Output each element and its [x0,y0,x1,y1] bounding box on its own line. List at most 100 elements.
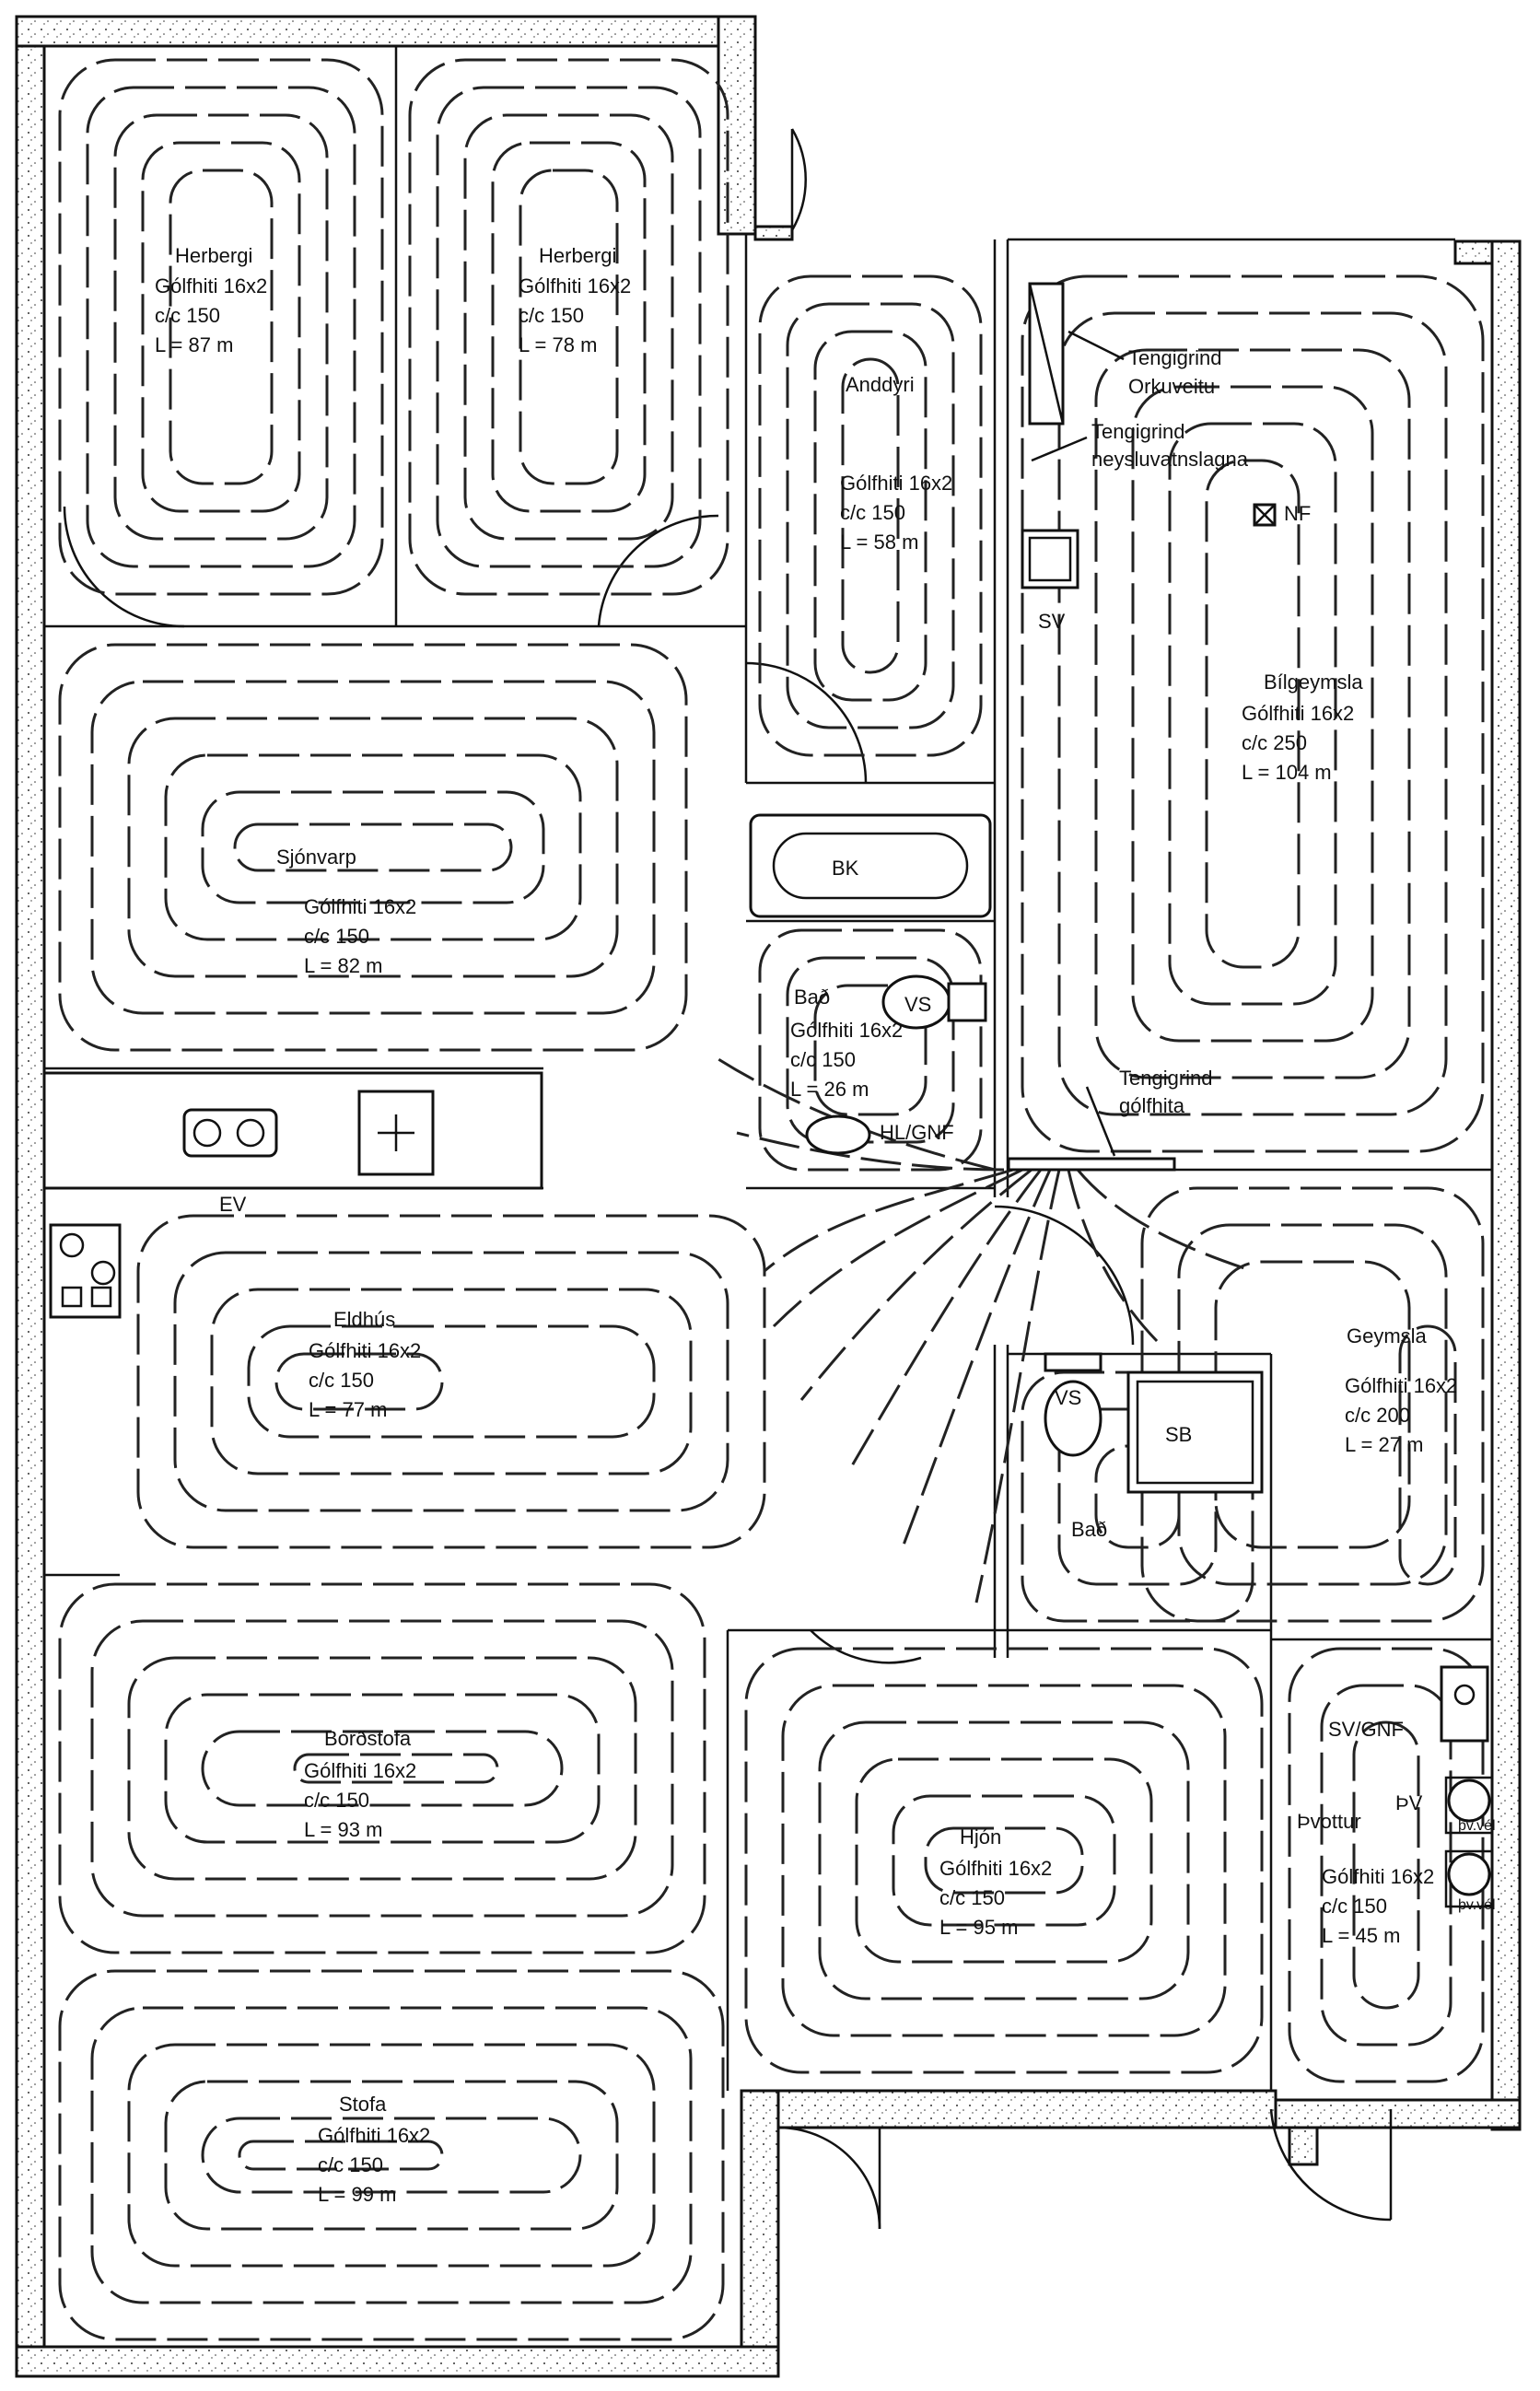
room-name: Stofa [339,2093,387,2116]
room-name: Bílgeymsla [1264,671,1363,694]
tengigrind-orkuveitu-line2: Orkuveitu [1128,375,1215,398]
spec: Gólfhiti 16x2 [304,895,416,918]
coil-hjon [744,1647,1264,2074]
coil-herbergi-2 [408,58,729,596]
cc: c/c 200 [1345,1404,1410,1427]
coil-anddyri [758,274,983,757]
length: L = 26 m [790,1078,869,1101]
spec: Gólfhiti 16x2 [519,274,631,297]
cc: c/c 150 [304,1789,369,1812]
spec: Gólfhiti 16x2 [790,1019,903,1042]
length: L = 87 m [155,333,233,356]
cc: c/c 150 [790,1048,856,1071]
cc: c/c 250 [1242,731,1307,754]
room-name: Herbergi [539,244,616,267]
sv-gnf-label: SV/GNF [1328,1718,1404,1741]
room-label-herbergi-1: Herbergi Gólfhiti 16x2 c/c 150 L = 87 m [155,244,267,356]
sv-label: SV [1038,610,1066,633]
coil-sjonvarp [58,643,688,1052]
room-label-hjon: Hjón Gólfhiti 16x2 c/c 150 L = 95 m [939,1825,1052,1939]
washer-1-label: þv.vél [1458,1818,1496,1834]
cc: c/c 150 [318,2153,383,2176]
room-name: Hjón [960,1825,1001,1849]
room-name: Borðstofa [324,1727,412,1750]
spec: Gólfhiti 16x2 [1322,1865,1434,1888]
length: L = 78 m [519,333,597,356]
washer-1 [1447,1779,1491,1823]
length: L = 82 m [304,954,382,977]
bathtub [749,813,992,918]
toilet-2 [1044,1380,1102,1457]
ev-label: EV [219,1193,247,1216]
tengigrind-neyslu-line2: neysluvatnslagna [1091,448,1249,471]
coil-bordstofa [58,1582,706,1954]
cc: c/c 150 [840,501,905,524]
sink-1 [805,1114,871,1155]
length: L = 95 m [939,1916,1018,1939]
nf-label: NF [1284,502,1311,525]
cc: c/c 150 [304,925,369,948]
length: L = 58 m [840,531,918,554]
room-name: Anddyri [846,373,915,396]
tengigrind-golfhita-line1: Tengigrind [1119,1067,1213,1090]
length: L = 27 m [1345,1433,1423,1456]
coil-bad-1 [758,928,983,1172]
room-label-anddyri: Anddyri Gólfhiti 16x2 c/c 150 L = 58 m [840,373,952,554]
room-name: Þvottur [1297,1810,1361,1833]
shower [1126,1370,1264,1494]
room-label-herbergi-2: Herbergi Gólfhiti 16x2 c/c 150 L = 78 m [519,244,631,356]
room-label-sjonvarp: Sjónvarp Gólfhiti 16x2 c/c 150 L = 82 m [276,846,416,977]
hl-gnf-label: HL/GNF [880,1121,954,1144]
tengigrind-golfhita-line2: gólfhita [1119,1094,1185,1117]
spec: Gólfhiti 16x2 [309,1339,421,1362]
coil-stofa [58,1969,725,2341]
spec: Gólfhiti 16x2 [1242,702,1354,725]
coil-bilgeymsla [1021,274,1485,1153]
interior-walls [44,46,1492,2091]
length: L = 77 m [309,1398,387,1421]
spec: Gólfhiti 16x2 [840,472,952,495]
room-name: Geymsla [1347,1324,1428,1347]
floor-heating-manifold [1007,1157,1176,1172]
spec: Gólfhiti 16x2 [939,1857,1052,1880]
annotations: Tengigrind Orkuveitu Tengigrind neysluva… [219,346,1496,1913]
room-label-geymsla: Geymsla Gólfhiti 16x2 c/c 200 L = 27 m [1345,1324,1457,1456]
cc: c/c 150 [309,1369,374,1392]
vs-label-2: VS [1055,1386,1081,1409]
sb-label: SB [1165,1423,1192,1446]
room-name: Eldhús [333,1308,395,1331]
room-label-stofa: Stofa Gólfhiti 16x2 c/c 150 L = 99 m [318,2093,430,2206]
vs-label-1: VS [904,993,931,1016]
washer-2 [1447,1852,1491,1896]
length: L = 93 m [304,1818,382,1841]
room-label-bilgeymsla: Bílgeymsla Gólfhiti 16x2 c/c 250 L = 104… [1242,671,1363,784]
length: L = 99 m [318,2183,396,2206]
exterior-walls [15,15,1522,2378]
manifold-supply-lines [718,1057,1254,1604]
washer-2-label: þv.vél [1458,1897,1496,1913]
room-label-eldhus: Eldhús Gólfhiti 16x2 c/c 150 L = 77 m [309,1308,421,1421]
cc: c/c 150 [1322,1895,1387,1918]
tengigrind-neyslu-line1: Tengigrind [1091,420,1185,443]
room-label-bordstofa: Borðstofa Gólfhiti 16x2 c/c 150 L = 93 m [304,1727,416,1841]
cc: c/c 150 [519,304,584,327]
room-name: Herbergi [175,244,252,267]
length: L = 104 m [1242,761,1332,784]
cc: c/c 150 [939,1886,1005,1909]
room-label-bad-2: Bað [1071,1518,1107,1541]
spec: Gólfhiti 16x2 [155,274,267,297]
coil-eldhus [136,1214,766,1549]
dishwasher [357,1090,435,1176]
room-label-bad-1: Bað Gólfhiti 16x2 c/c 150 L = 26 m [790,986,903,1101]
floor-heating-coils [58,58,1485,2341]
room-name: Bað [1071,1518,1107,1541]
sv-box [1021,529,1079,589]
length: L = 45 m [1322,1924,1400,1947]
spec: Gólfhiti 16x2 [318,2124,430,2147]
spec: Gólfhiti 16x2 [1345,1374,1457,1397]
coil-herbergi-1 [58,58,384,596]
room-label-thvottur: Þvottur Gólfhiti 16x2 c/c 150 L = 45 m [1297,1810,1434,1947]
room-name: Sjónvarp [276,846,356,869]
toilet-2-tank [1044,1352,1102,1372]
spec: Gólfhiti 16x2 [304,1759,416,1782]
